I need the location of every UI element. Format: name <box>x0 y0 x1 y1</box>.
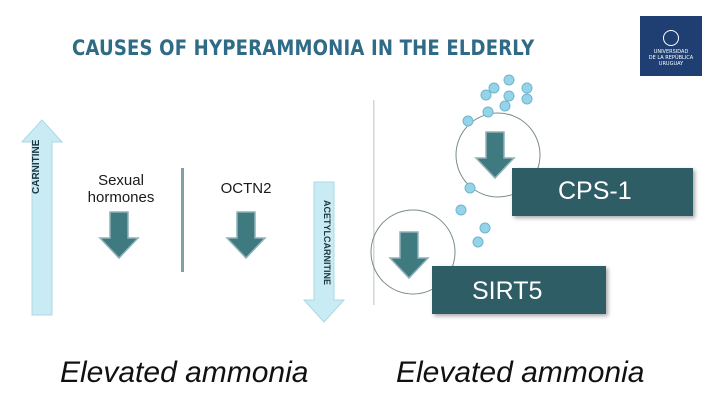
logo-line: DE LA REPÚBLICA <box>648 55 694 61</box>
enzyme-circle <box>455 112 541 198</box>
logo-line: URUGUAY <box>658 61 684 67</box>
right-result-label: Elevated ammonia <box>396 356 645 389</box>
acetylcarnitine-down-arrow-icon <box>302 181 346 323</box>
sirt5-label: SIRT5 <box>472 277 543 305</box>
sirt5-box: SIRT5 <box>432 266 606 314</box>
section-divider <box>181 168 184 272</box>
down-arrow-icon <box>388 231 430 280</box>
carnitine-axis-label: CARNITINE <box>31 139 42 194</box>
university-logo: UNIVERSIDAD DE LA REPÚBLICA URUGUAY <box>640 16 702 76</box>
cps1-box: CPS-1 <box>512 168 693 216</box>
factor-octn2: OCTN2 <box>220 180 272 197</box>
seal-icon <box>663 30 679 46</box>
factor-sexual-hormones: Sexual hormones <box>87 172 155 206</box>
down-arrow-icon <box>98 211 140 260</box>
down-arrow-icon <box>225 211 267 260</box>
down-arrow-icon <box>474 131 516 180</box>
panel-divider <box>373 100 375 305</box>
acetylcarnitine-axis-label: ACETYLCARNITINE <box>322 200 332 285</box>
ammonia-dots-icon <box>455 74 533 248</box>
carnitine-up-arrow-icon <box>20 119 64 316</box>
page-title: CAUSES OF HYPERAMMONIA IN THE ELDERLY <box>72 36 535 60</box>
cps1-label: CPS-1 <box>558 177 632 205</box>
left-result-label: Elevated ammonia <box>60 356 309 389</box>
logo-line: UNIVERSIDAD <box>653 49 689 55</box>
enzyme-circle <box>370 209 456 295</box>
